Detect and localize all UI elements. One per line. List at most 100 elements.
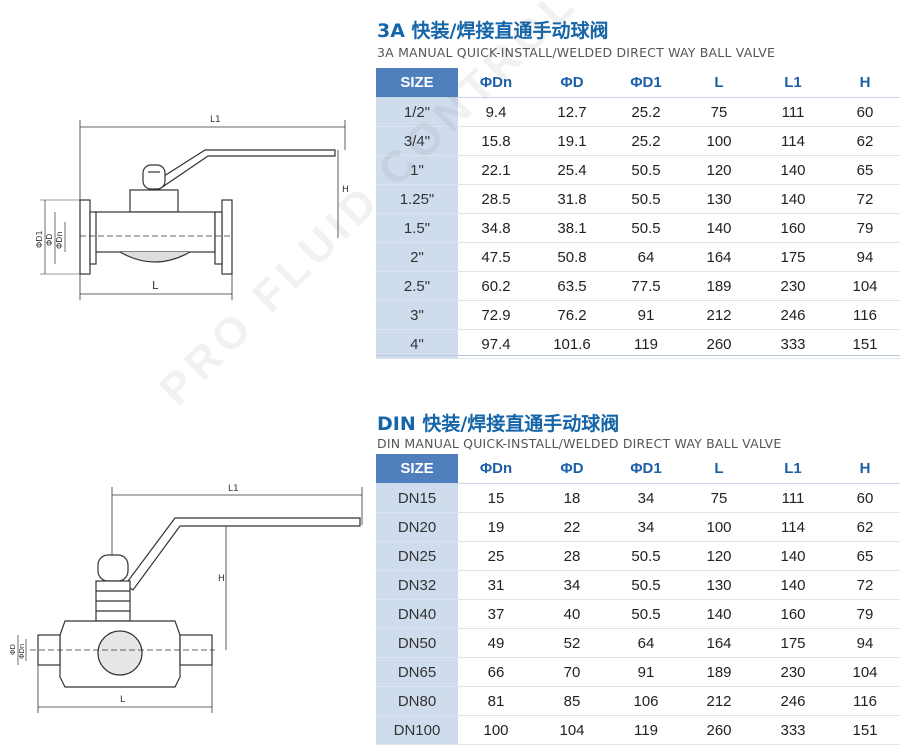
header-d1: ΦD1: [610, 454, 682, 484]
value-cell: 37: [458, 599, 534, 629]
value-cell: 60: [830, 483, 900, 513]
header-dn: ΦDn: [458, 68, 534, 98]
header-h: H: [830, 454, 900, 484]
value-cell: 100: [682, 126, 756, 156]
dim-d-label: ΦD: [9, 644, 17, 655]
value-cell: 189: [682, 657, 756, 687]
value-cell: 120: [682, 541, 756, 571]
value-cell: 72: [830, 570, 900, 600]
value-cell: 94: [830, 242, 900, 272]
value-cell: 62: [830, 126, 900, 156]
value-cell: 34: [610, 512, 682, 542]
value-cell: 100: [458, 715, 534, 745]
size-cell: DN15: [376, 483, 458, 513]
value-cell: 91: [610, 300, 682, 330]
value-cell: 140: [756, 541, 830, 571]
size-cell: 1": [376, 155, 458, 185]
value-cell: 160: [756, 213, 830, 243]
size-cell: DN50: [376, 628, 458, 658]
value-cell: 116: [830, 686, 900, 716]
value-cell: 22.1: [458, 155, 534, 185]
value-cell: 246: [756, 300, 830, 330]
dim-l1-label: L1: [210, 115, 221, 125]
value-cell: 25: [458, 541, 534, 571]
section-title-cn: 3A 快装/焊接直通手动球阀: [377, 20, 609, 42]
value-cell: 189: [682, 271, 756, 301]
value-cell: 175: [756, 628, 830, 658]
header-size: SIZE: [376, 68, 458, 98]
value-cell: 160: [756, 599, 830, 629]
value-cell: 50.5: [610, 213, 682, 243]
size-cell: DN100: [376, 715, 458, 745]
size-cell: 2.5": [376, 271, 458, 301]
value-cell: 31.8: [534, 184, 610, 214]
value-cell: 104: [534, 715, 610, 745]
value-cell: 49: [458, 628, 534, 658]
header-d: ΦD: [534, 68, 610, 98]
value-cell: 28.5: [458, 184, 534, 214]
size-cell: DN80: [376, 686, 458, 716]
value-cell: 94: [830, 628, 900, 658]
value-cell: 246: [756, 686, 830, 716]
header-l1: L1: [756, 454, 830, 484]
value-cell: 85: [534, 686, 610, 716]
value-cell: 260: [682, 715, 756, 745]
value-cell: 212: [682, 300, 756, 330]
value-cell: 114: [756, 512, 830, 542]
dim-dn-label: ΦDn: [55, 231, 64, 249]
table-bottom-rule: [376, 355, 900, 356]
value-cell: 40: [534, 599, 610, 629]
header-size: SIZE: [376, 454, 458, 484]
value-cell: 119: [610, 715, 682, 745]
value-cell: 100: [682, 512, 756, 542]
dim-d1-label: ΦD1: [35, 230, 44, 248]
header-l: L: [682, 454, 756, 484]
value-cell: 34: [534, 570, 610, 600]
value-cell: 104: [830, 271, 900, 301]
header-l: L: [682, 68, 756, 98]
value-cell: 60: [830, 97, 900, 127]
size-cell: DN65: [376, 657, 458, 687]
section-3a: L1 H L ΦD1 ΦD ΦDn 3A 快装/焊接直通手动球阀 3A MANU…: [0, 0, 900, 375]
size-cell: 3/4": [376, 126, 458, 156]
size-cell: 3": [376, 300, 458, 330]
dim-h-label: H: [218, 574, 225, 584]
value-cell: 76.2: [534, 300, 610, 330]
dim-d-label: ΦD: [45, 234, 54, 246]
value-cell: 230: [756, 657, 830, 687]
value-cell: 63.5: [534, 271, 610, 301]
size-cell: DN40: [376, 599, 458, 629]
value-cell: 66: [458, 657, 534, 687]
value-cell: 79: [830, 213, 900, 243]
value-cell: 164: [682, 628, 756, 658]
value-cell: 12.7: [534, 97, 610, 127]
value-cell: 140: [756, 570, 830, 600]
value-cell: 25.4: [534, 155, 610, 185]
size-cell: 1/2": [376, 97, 458, 127]
value-cell: 50.5: [610, 155, 682, 185]
value-cell: 64: [610, 242, 682, 272]
value-cell: 72: [830, 184, 900, 214]
dim-h-label: H: [342, 185, 349, 195]
value-cell: 106: [610, 686, 682, 716]
value-cell: 151: [830, 329, 900, 359]
value-cell: 230: [756, 271, 830, 301]
header-d: ΦD: [534, 454, 610, 484]
value-cell: 50.5: [610, 570, 682, 600]
dim-l-label: L: [152, 279, 159, 292]
dim-dn-label: ΦDn: [18, 644, 26, 659]
value-cell: 62: [830, 512, 900, 542]
value-cell: 97.4: [458, 329, 534, 359]
value-cell: 260: [682, 329, 756, 359]
dim-l1-label: L1: [228, 484, 239, 494]
value-cell: 130: [682, 570, 756, 600]
